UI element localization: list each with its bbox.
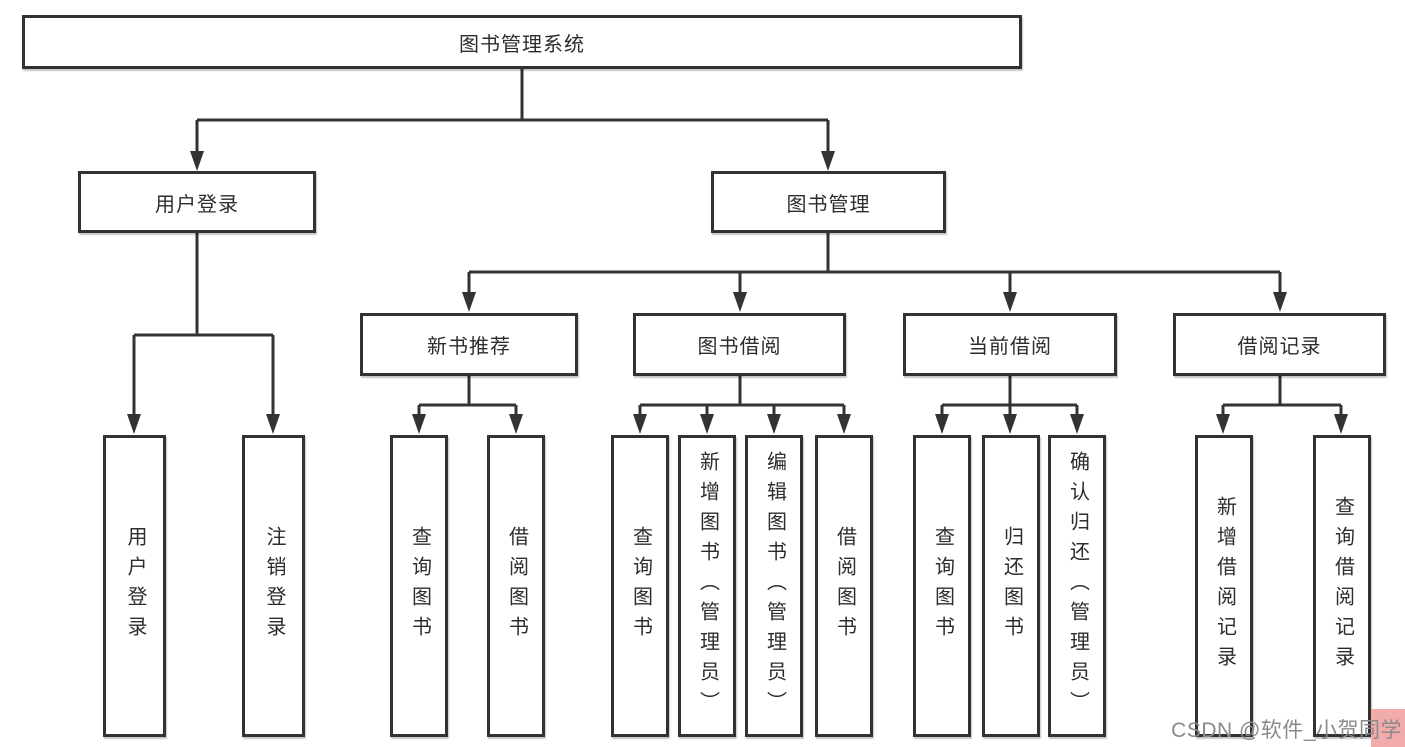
arrowhead-icons [127,151,1348,434]
node-root-label: 图书管理系统 [459,33,585,56]
connector-segments [132,68,1343,418]
leaf-borrow-book-label: 借阅图书 [833,526,856,646]
node-book-borrow-label: 图书借阅 [697,336,782,358]
node-new-book-recommend-label: 新书推荐 [427,336,511,358]
leaf-query-borrow-record-label: 查询借阅记录 [1331,496,1354,676]
watermark: CSDN @软件_小贺同学 [1171,719,1402,742]
node-current-borrow-label: 当前借阅 [968,336,1052,358]
leaf-query-book-recommend: 查询图书 [390,435,448,737]
leaf-logout-label: 注销登录 [263,526,285,646]
leaf-borrow-book-recommend: 借阅图书 [487,435,545,737]
leaf-add-borrow-record: 新增借阅记录 [1195,435,1253,737]
node-current-borrow: 当前借阅 [903,313,1117,376]
leaf-query-book-recommend-label: 查询图书 [408,526,431,646]
node-user-login-label: 用户登录 [155,193,239,216]
leaf-edit-book-admin: 编辑图书（管理员） [745,435,803,737]
node-book-management-label: 图书管理 [786,193,871,216]
watermark-highlight [1371,709,1405,747]
node-user-login: 用户登录 [78,171,316,233]
leaf-add-book-admin: 新增图书（管理员） [678,435,736,737]
node-book-borrow: 图书借阅 [633,313,846,376]
leaf-confirm-return-admin: 确认归还（管理员） [1048,435,1106,737]
node-root: 图书管理系统 [22,15,1022,69]
node-borrow-record-label: 借阅记录 [1237,336,1322,358]
leaf-add-borrow-record-label: 新增借阅记录 [1213,496,1236,676]
leaf-query-book-borrow-label: 查询图书 [629,526,652,646]
leaf-query-borrow-record: 查询借阅记录 [1313,435,1371,737]
leaf-borrow-book-recommend-label: 借阅图书 [505,526,528,646]
leaf-query-book-borrow: 查询图书 [611,435,669,737]
node-book-management: 图书管理 [711,171,946,233]
node-new-book-recommend: 新书推荐 [360,313,578,376]
leaf-user-login: 用户登录 [103,435,166,737]
leaf-return-book: 归还图书 [982,435,1040,737]
leaf-return-book-label: 归还图书 [1000,526,1023,646]
leaf-borrow-book: 借阅图书 [815,435,873,737]
leaf-confirm-return-admin-label: 确认归还（管理员） [1066,451,1089,721]
leaf-add-book-admin-label: 新增图书（管理员） [696,451,719,721]
leaf-edit-book-admin-label: 编辑图书（管理员） [763,451,786,721]
leaf-user-login-label: 用户登录 [124,526,146,646]
leaf-logout: 注销登录 [242,435,305,737]
node-borrow-record: 借阅记录 [1173,313,1386,376]
leaf-query-book-current-label: 查询图书 [931,526,954,646]
leaf-query-book-current: 查询图书 [913,435,971,737]
